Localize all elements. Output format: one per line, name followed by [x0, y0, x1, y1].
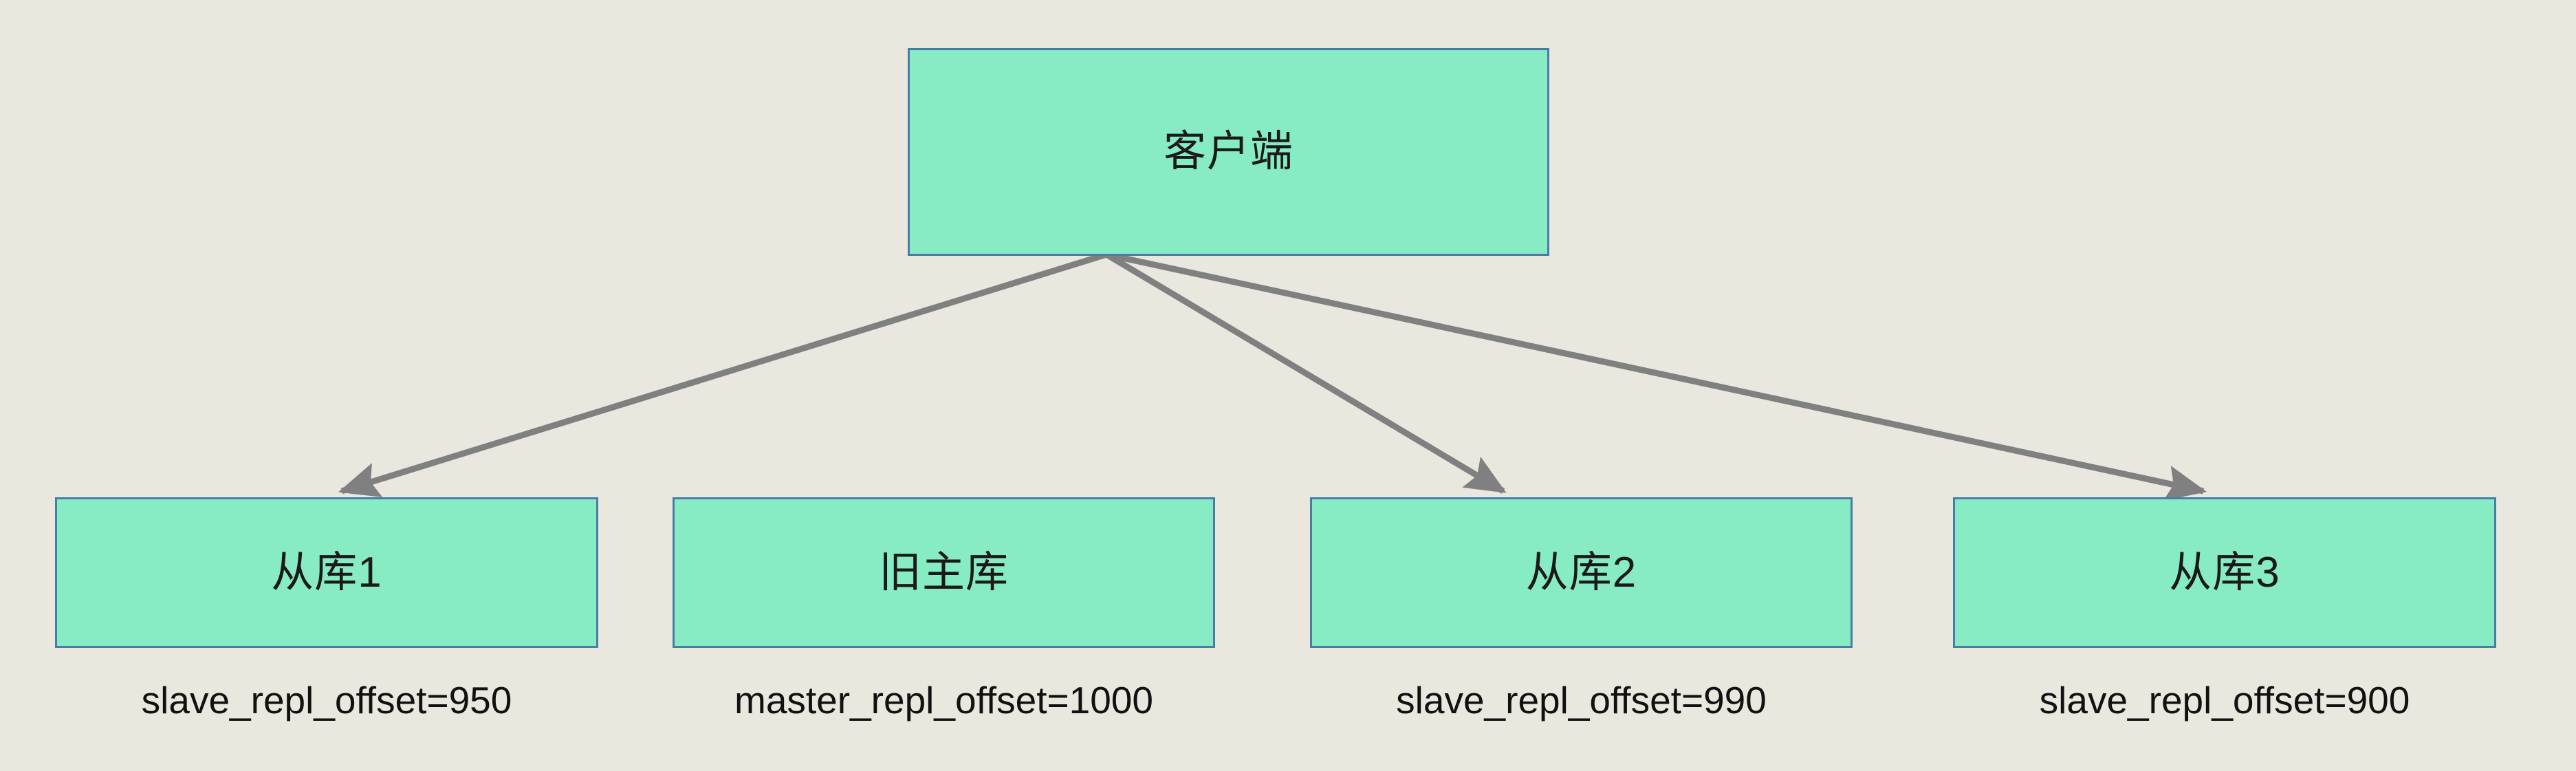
- edge-client-to-slave1: [338, 251, 1108, 497]
- caption-old-master-offset: master_repl_offset=1000: [734, 679, 1153, 721]
- node-old-master[interactable]: 旧主库: [673, 497, 1215, 648]
- node-slave2[interactable]: 从库2: [1310, 497, 1853, 648]
- edge-client-to-slave3: [1106, 251, 2207, 501]
- edge-client-to-slave2: [1104, 252, 1507, 494]
- caption-slave3-offset: slave_repl_offset=900: [2039, 679, 2410, 721]
- caption-slave1-offset: slave_repl_offset=950: [141, 679, 512, 721]
- node-slave1-label: 从库1: [271, 548, 382, 596]
- node-slave3-label: 从库3: [2169, 548, 2280, 596]
- caption-slave2-offset: slave_repl_offset=990: [1396, 679, 1767, 721]
- node-slave2-label: 从库2: [1525, 548, 1637, 596]
- node-slave3[interactable]: 从库3: [1953, 497, 2496, 648]
- node-client-label: 客户端: [1163, 128, 1294, 175]
- node-slave1[interactable]: 从库1: [55, 497, 598, 648]
- node-old-master-label: 旧主库: [878, 548, 1009, 596]
- node-client[interactable]: 客户端: [908, 48, 1549, 256]
